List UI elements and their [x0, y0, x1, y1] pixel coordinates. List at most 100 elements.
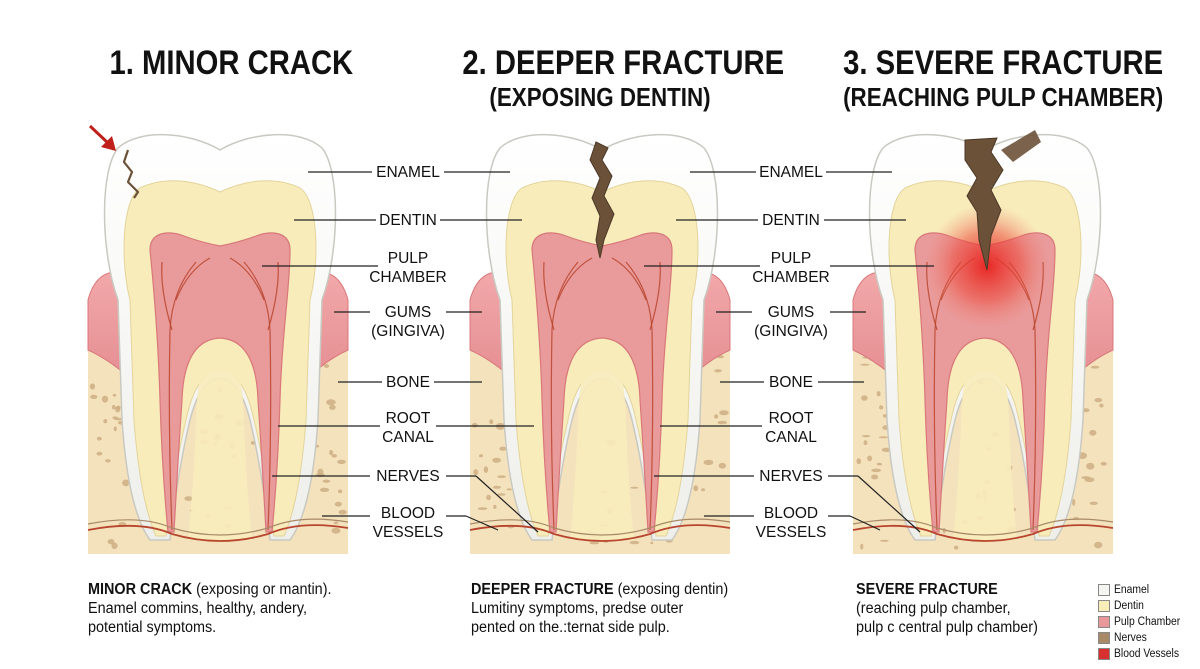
bone-pore	[1089, 429, 1097, 436]
bone-pore	[693, 485, 699, 492]
panel-2-subtitle: (EXPOSING DENTIN)	[489, 82, 711, 112]
nerve-vessel	[243, 261, 272, 531]
panel-1-title: 1. MINOR CRACK	[110, 46, 354, 80]
label-enamel-1: ENAMEL	[376, 164, 440, 181]
bone-pore	[331, 527, 341, 534]
bone-pore	[483, 466, 489, 473]
bone-pore	[489, 419, 494, 425]
legend-item-enamel: Enamel	[1098, 582, 1198, 598]
label-gums-2b: (GINGIVA)	[754, 323, 828, 340]
panel-2-title: 2. DEEPER FRACTURE (EXPOSING DENTIN)	[462, 44, 785, 112]
label-blood-2b: VESSELS	[756, 524, 827, 541]
panel-3-title-text: 3. SEVERE FRACTURE	[843, 44, 1164, 82]
tooth-panel-deeper-fracture	[469, 133, 731, 554]
caption-1-line3: potential symptoms.	[88, 619, 217, 636]
bone-pore	[861, 395, 868, 401]
label-blood-1a: BLOOD	[381, 505, 435, 522]
caption-2-bold: DEEPER FRACTURE	[471, 581, 614, 598]
bone-pore	[630, 486, 639, 489]
bone-pore	[333, 521, 339, 525]
bone-pore	[329, 449, 334, 456]
nerve-vessel	[267, 261, 279, 331]
blood-vessel-line	[469, 524, 731, 542]
caption-1-line2: Enamel commins, healthy, andery,	[88, 600, 308, 617]
minor-crack	[122, 149, 140, 199]
legend-swatch-enamel	[1098, 584, 1110, 596]
bone-pore	[856, 458, 862, 465]
bone-pore	[326, 399, 336, 406]
legend-item-pulp: Pulp Chamber	[1098, 614, 1198, 630]
label-bone-2: BONE	[769, 374, 813, 391]
bone-pore	[492, 485, 501, 489]
bone-pore	[1084, 477, 1095, 483]
nerve-vessel	[175, 257, 211, 301]
bone-pore	[122, 479, 130, 487]
legend: Enamel Dentin Pulp Chamber Nerves Blood …	[1098, 582, 1198, 662]
label-gums-2a: GUMS	[768, 304, 815, 321]
bone-pore	[879, 539, 889, 542]
bone-pore	[1090, 365, 1100, 369]
label-blood-2a: BLOOD	[764, 505, 818, 522]
bone-pore	[867, 455, 873, 462]
bone-pore	[477, 507, 488, 510]
bone-pore	[90, 394, 98, 399]
label-set-1: ENAMEL DENTIN PULP CHAMBER GUMS (GINGIVA…	[262, 164, 539, 541]
caption-2-rest: (exposing dentin)	[613, 581, 729, 598]
legend-label-pulp: Pulp Chamber	[1114, 616, 1181, 628]
label-nerves-2: NERVES	[759, 468, 822, 485]
label-bone-1: BONE	[386, 374, 430, 391]
bone-pore	[861, 435, 871, 438]
blood-vessel-line	[87, 524, 349, 542]
bone-pore	[473, 469, 479, 476]
tooth-panel-severe-fracture	[852, 130, 1114, 554]
bone-pore	[718, 462, 726, 469]
label-root-1a: ROOT	[386, 410, 431, 427]
bone-pore	[479, 454, 483, 458]
bone-pore	[1086, 462, 1095, 470]
legend-swatch-nerves	[1098, 632, 1110, 644]
caption-severe-fracture: SEVERE FRACTURE (reaching pulp chamber, …	[856, 580, 1038, 637]
label-gums-1a: GUMS	[385, 304, 432, 321]
label-pulp-2a: PULP	[771, 250, 812, 267]
label-root-2b: CANAL	[765, 429, 817, 446]
bone-pore	[1099, 403, 1104, 408]
label-enamel-2: ENAMEL	[759, 164, 823, 181]
crack-arrow-icon	[88, 124, 116, 151]
caption-1-bold: MINOR CRACK	[88, 581, 193, 598]
bone-pore	[334, 501, 342, 507]
bone-pore	[1089, 501, 1098, 505]
bone-pore	[871, 468, 882, 473]
bone-pore	[506, 488, 512, 491]
bone-pore	[650, 541, 654, 545]
panel-3-subtitle: (REACHING PULP CHAMBER)	[843, 82, 1164, 112]
bone-pore	[96, 436, 102, 441]
nerve-vessel	[229, 257, 265, 301]
bone-pore	[860, 543, 864, 550]
bone-pore	[878, 436, 889, 439]
bone-pore	[719, 410, 729, 416]
caption-3-line2: (reaching pulp chamber,	[856, 600, 1011, 617]
bone-pore	[876, 391, 881, 397]
nerve-line	[852, 518, 1114, 536]
bone-pore	[1094, 398, 1103, 403]
bone-pore	[337, 459, 346, 464]
nerve-vessel	[557, 257, 593, 301]
bone-pore	[107, 539, 115, 545]
caption-2-line2: Lumitiny symptoms, predse outer	[471, 600, 684, 617]
bone-pore	[717, 420, 727, 425]
caption-1-rest: (exposing or mantin).	[192, 581, 332, 598]
label-gums-1b: (GINGIVA)	[371, 323, 445, 340]
bone-pore	[113, 426, 117, 432]
nerve-line	[87, 518, 349, 536]
legend-label-blood: Blood Vessels	[1114, 648, 1180, 660]
nerve-vessel	[550, 261, 579, 531]
bone-pore	[879, 405, 884, 410]
bone-pore	[96, 451, 103, 456]
nerve-vessel	[161, 261, 173, 331]
inter-root-dentin	[188, 348, 252, 540]
panel-2-title-text: 2. DEEPER FRACTURE	[462, 44, 785, 82]
bone-pore	[111, 405, 116, 410]
label-root-2a: ROOT	[769, 410, 814, 427]
legend-swatch-pulp	[1098, 616, 1110, 628]
